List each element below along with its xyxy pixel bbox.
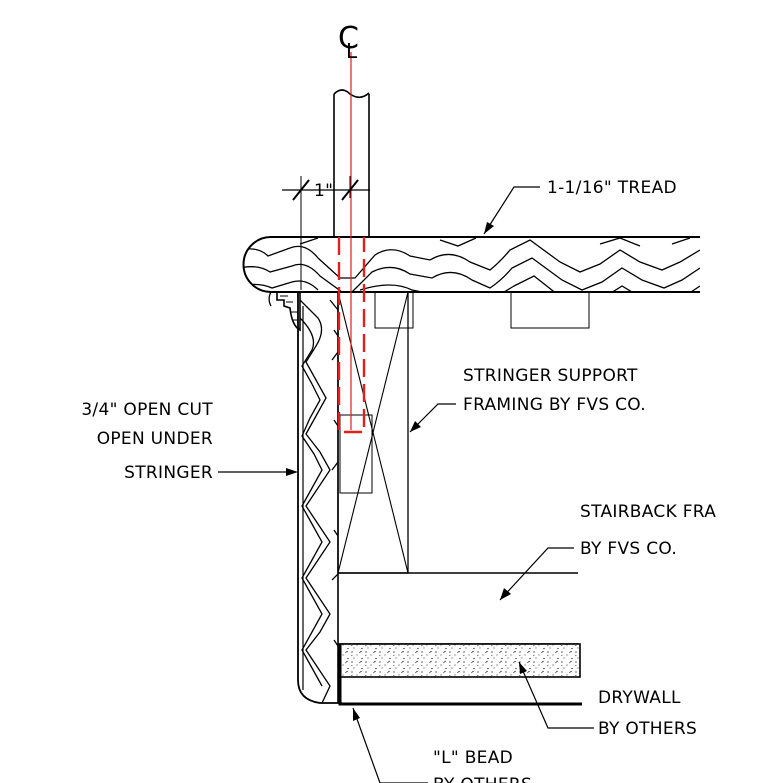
centerline-c: C xyxy=(338,21,359,56)
l-bead-label-1: "L" BEAD xyxy=(433,748,513,768)
l-bead xyxy=(338,644,582,706)
leader-l-bead: "L" BEAD BY OTHERS xyxy=(352,707,532,783)
centerline-symbol: C L xyxy=(338,21,359,63)
stringer-support-label-1: STRINGER SUPPORT xyxy=(463,366,638,386)
l-bead-label-2: BY OTHERS xyxy=(433,775,532,783)
centerline-l: L xyxy=(346,39,358,63)
tread xyxy=(242,236,701,307)
leader-drywall: DRYWALL BY OTHERS xyxy=(518,661,697,739)
stairback-label-1: STAIRBACK FRA xyxy=(580,502,716,522)
dimension-1in: 1" xyxy=(282,176,370,290)
drywall-label-1: DRYWALL xyxy=(598,688,681,708)
leader-open-cut: 3/4" OPEN CUT OPEN UNDER STRINGER xyxy=(81,400,298,483)
drywall-label-2: BY OTHERS xyxy=(598,719,697,739)
stringer-support-label-2: FRAMING BY FVS CO. xyxy=(463,395,646,415)
dimension-label: 1" xyxy=(314,181,333,201)
drywall xyxy=(339,643,581,678)
leader-stringer-support: STRINGER SUPPORT FRAMING BY FVS CO. xyxy=(409,366,646,433)
centerline-red xyxy=(337,52,366,434)
stringer xyxy=(297,292,342,704)
tread-label: 1-1/16" TREAD xyxy=(547,178,677,198)
leader-stairback: STAIRBACK FRA BY FVS CO. xyxy=(499,502,716,601)
scotia-moulding xyxy=(276,291,301,332)
open-cut-label-3: STRINGER xyxy=(124,463,213,483)
leader-tread: 1-1/16" TREAD xyxy=(483,178,677,235)
stairback-label-2: BY FVS CO. xyxy=(580,539,677,559)
open-cut-label-2: OPEN UNDER xyxy=(97,429,213,449)
baluster xyxy=(333,89,370,237)
open-cut-label-1: 3/4" OPEN CUT xyxy=(81,400,213,420)
stairback-framing xyxy=(338,572,578,645)
